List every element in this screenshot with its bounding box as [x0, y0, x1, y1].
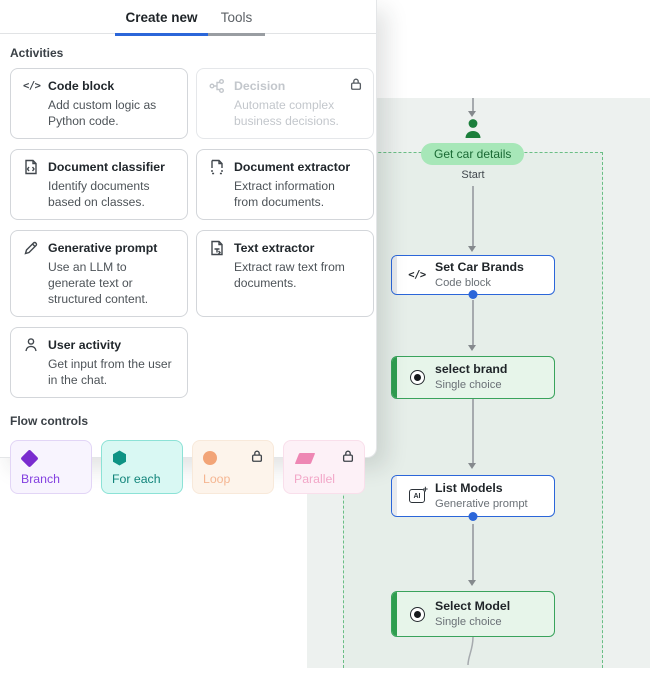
- node-select-brand[interactable]: select brand Single choice: [391, 356, 555, 399]
- workflow-canvas[interactable]: Get car details Start </> Set Car Brands…: [307, 98, 650, 668]
- edge-1: [472, 186, 474, 246]
- node-accent-strip: [392, 357, 397, 398]
- tab-create-new[interactable]: Create new: [115, 0, 208, 36]
- edge-1-arrowhead: [468, 246, 476, 252]
- text-extractor-icon: [209, 240, 225, 256]
- tile-branch[interactable]: Branch: [10, 439, 92, 494]
- node-subtitle: Generative prompt: [435, 497, 528, 510]
- node-title: List Models: [435, 480, 503, 495]
- node-list-models[interactable]: AI+ List Models Generative prompt: [391, 475, 555, 521]
- node-accent-strip: [392, 256, 397, 294]
- popup-tab-bar: Create new Tools: [0, 0, 376, 36]
- diamond-shape-icon: [20, 448, 39, 468]
- edge-4: [472, 524, 474, 580]
- popup-body: Activities </> Code block Add custom log…: [0, 34, 376, 494]
- card-document-classifier[interactable]: Document classifier Identify documents b…: [10, 148, 188, 220]
- card-title: Decision: [234, 79, 286, 93]
- edge-3-arrowhead: [468, 463, 476, 469]
- tab-tools[interactable]: Tools: [208, 0, 265, 36]
- code-icon: </>: [23, 80, 41, 92]
- parallelogram-shape-icon: [294, 452, 316, 464]
- tile-label: Parallel: [294, 471, 336, 486]
- decision-icon: [209, 78, 225, 94]
- node-title: Set Car Brands: [435, 259, 524, 274]
- node-subtitle: Code block: [435, 276, 491, 289]
- card-title: Text extractor: [234, 240, 315, 255]
- tile-parallel: Parallel: [283, 439, 365, 494]
- trigger-pill[interactable]: Get car details: [421, 143, 525, 165]
- activities-grid: </> Code block Add custom logic as Pytho…: [10, 68, 374, 398]
- card-user-activity[interactable]: User activity Get input from the user in…: [10, 326, 188, 398]
- node-title: Select Model: [435, 598, 511, 613]
- node-subtitle: Single choice: [435, 379, 502, 392]
- tile-loop: Loop: [192, 439, 274, 494]
- node-select-model[interactable]: Select Model Single choice: [391, 591, 555, 637]
- card-description: Extract raw text from documents.: [234, 259, 345, 290]
- edge-top: [472, 98, 474, 111]
- node-subtitle: Single choice: [435, 615, 502, 628]
- card-document-extractor[interactable]: Document extractor Extract information f…: [196, 148, 374, 220]
- create-new-popup: Create new Tools Activities </> Code blo…: [0, 0, 377, 494]
- ai-icon: AI+: [409, 484, 428, 503]
- node-title: select brand: [435, 362, 508, 377]
- document-extractor-icon: [209, 159, 225, 175]
- card-description: Identify documents based on classes.: [48, 178, 150, 209]
- activities-section-title: Activities: [10, 46, 64, 60]
- tile-for-each[interactable]: For each: [101, 439, 183, 494]
- start-person-icon[interactable]: [461, 117, 485, 141]
- document-classifier-icon: [23, 159, 39, 175]
- card-description: Extract information from documents.: [234, 178, 335, 209]
- code-icon: </>: [408, 269, 426, 281]
- node-set-car-brands[interactable]: </> Set Car Brands Code block: [391, 255, 555, 299]
- edge-tail: [467, 636, 474, 666]
- edge-top-arrowhead: [468, 111, 476, 117]
- start-label: Start: [461, 169, 485, 181]
- node-output-port[interactable]: [468, 290, 478, 299]
- card-title: Document extractor: [234, 159, 351, 174]
- tile-label: Loop: [203, 471, 231, 486]
- tile-label: For each: [112, 471, 161, 486]
- edge-4-arrowhead: [468, 580, 476, 586]
- card-description: Get input from the user in the chat.: [48, 356, 172, 387]
- lock-icon: [342, 450, 354, 462]
- flow-controls-row: Branch For each Loop: [10, 439, 365, 494]
- edge-3: [472, 399, 474, 463]
- card-generative-prompt[interactable]: Generative prompt Use an LLM to generate…: [10, 229, 188, 317]
- edge-2: [472, 300, 474, 345]
- edge-2-arrowhead: [468, 345, 476, 351]
- node-output-port[interactable]: [468, 512, 478, 521]
- card-title: User activity: [48, 337, 122, 352]
- card-title: Document classifier: [48, 159, 165, 174]
- node-accent-strip: [392, 476, 397, 516]
- radio-icon: [409, 606, 425, 622]
- tile-label: Branch: [21, 471, 60, 486]
- card-title: Code block: [48, 79, 115, 93]
- card-description: Add custom logic as Python code.: [48, 98, 157, 128]
- card-code-block[interactable]: </> Code block Add custom logic as Pytho…: [10, 68, 188, 139]
- lock-icon: [251, 450, 263, 462]
- flow-controls-section-title: Flow controls: [10, 413, 88, 428]
- radio-icon: [409, 370, 425, 385]
- card-decision: Decision Automate complex business decis…: [196, 68, 374, 139]
- lock-icon: [350, 78, 362, 90]
- generative-prompt-icon: [23, 240, 39, 256]
- card-text-extractor[interactable]: Text extractor Extract raw text from doc…: [196, 229, 374, 317]
- card-description: Automate complex business decisions.: [234, 98, 339, 128]
- circle-shape-icon: [203, 450, 217, 465]
- user-icon: [23, 337, 39, 353]
- hexagon-shape-icon: [113, 450, 126, 466]
- card-description: Use an LLM to generate text or structure…: [48, 259, 149, 306]
- node-accent-strip: [392, 592, 397, 636]
- card-title: Generative prompt: [48, 240, 158, 255]
